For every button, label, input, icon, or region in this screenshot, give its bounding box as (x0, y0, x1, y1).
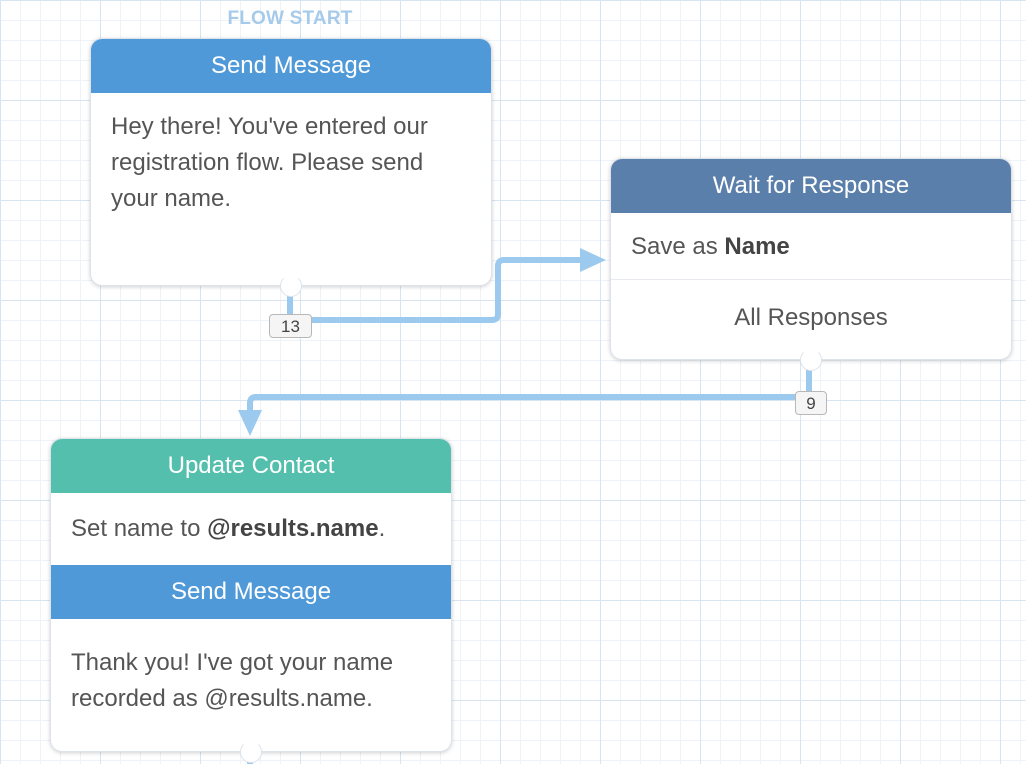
connector-send-to-wait[interactable] (287, 257, 584, 323)
wait-exit-handle[interactable] (800, 349, 822, 371)
update-contact-exit-handle[interactable] (240, 741, 262, 763)
send-message-text: Hey there! You've entered our registrati… (111, 113, 428, 212)
save-as-prefix: Save as (631, 233, 718, 260)
set-name-prefix: Set name to (71, 515, 201, 542)
update-contact-text: Set name to @results.name. (51, 493, 451, 565)
wait-for-response-node[interactable]: Wait for Response Save as Name All Respo… (610, 158, 1012, 371)
save-as-field: Name (724, 233, 790, 260)
connector-wait-to-update[interactable] (247, 360, 812, 416)
set-name-value: @results.name (207, 515, 379, 542)
category-label: All Responses (734, 304, 888, 331)
send-message-action-header[interactable]: Send Message (51, 565, 451, 619)
category-all-responses[interactable]: All Responses (611, 280, 1011, 356)
send-message-header[interactable]: Send Message (91, 39, 491, 93)
send-message-exit-handle[interactable] (280, 275, 302, 297)
update-contact-node[interactable]: Update Contact Set name to @results.name… (50, 438, 452, 763)
send-message-action-text: Thank you! I've got your name recorded a… (71, 649, 394, 712)
send-message-node[interactable]: Send Message Hey there! You've entered o… (90, 38, 492, 297)
wait-for-response-header[interactable]: Wait for Response (611, 159, 1011, 213)
update-contact-header[interactable]: Update Contact (51, 439, 451, 493)
save-as-row: Save as Name (611, 213, 1011, 279)
connector-arrow-to-update (238, 410, 262, 436)
flow-start-label: FLOW START (227, 8, 353, 29)
connection-count-badge[interactable]: 13 (269, 314, 312, 338)
connection-count-badge[interactable]: 9 (795, 391, 827, 415)
set-name-suffix: . (378, 515, 386, 542)
connector-arrow-to-wait (580, 248, 606, 272)
category-divider (611, 279, 1011, 280)
